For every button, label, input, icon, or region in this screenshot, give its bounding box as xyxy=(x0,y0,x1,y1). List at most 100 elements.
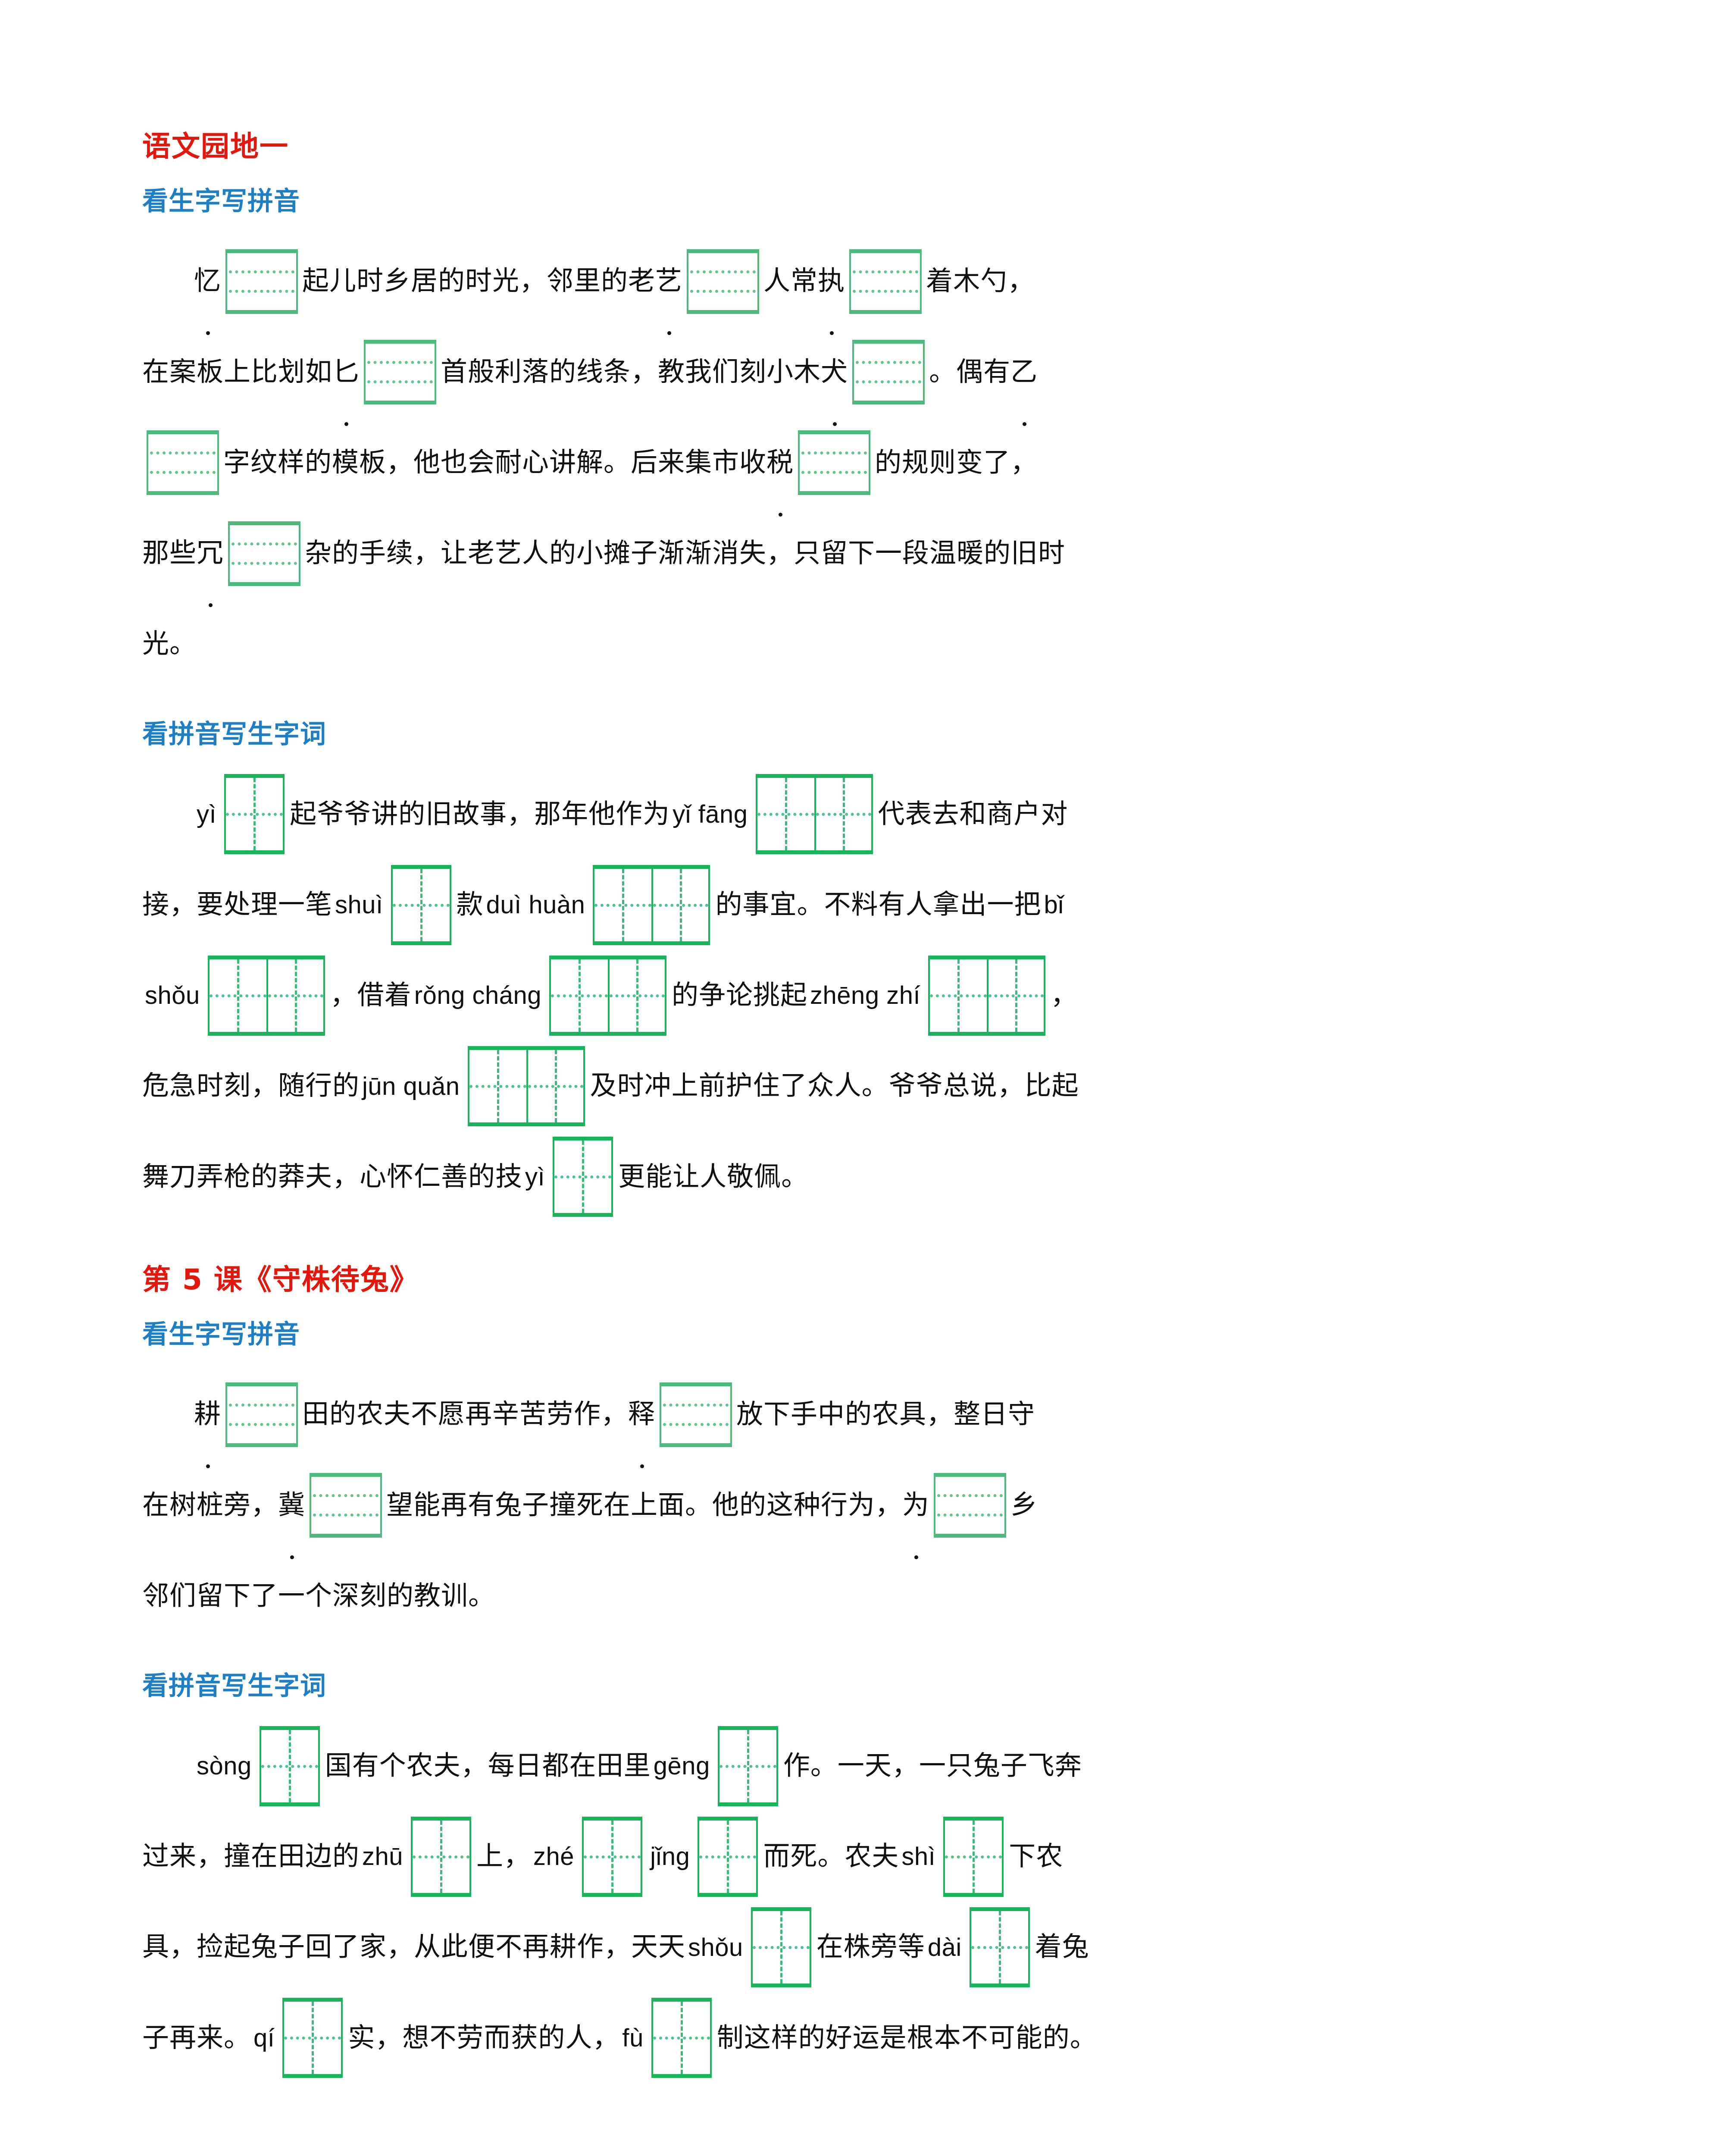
chinese-text: 舞刀弄枪的莽夫，心怀仁善的技 xyxy=(142,1162,523,1191)
pinyin-answer-box[interactable] xyxy=(225,1382,298,1447)
character-grid-cell[interactable] xyxy=(814,778,871,851)
marked-character: 冗 xyxy=(197,509,224,608)
character-grid-cell[interactable] xyxy=(594,869,651,941)
character-grid-box[interactable] xyxy=(224,774,285,855)
chinese-text: 作。一天，一只兔子飞奔 xyxy=(783,1751,1082,1781)
character-grid-cell[interactable] xyxy=(930,959,987,1032)
chinese-text: ， xyxy=(1051,981,1078,1010)
chinese-text: 着兔 xyxy=(1035,1932,1089,1962)
character-grid-cell[interactable] xyxy=(261,1730,318,1802)
character-grid-box[interactable] xyxy=(553,1137,613,1217)
pinyin-answer-box[interactable] xyxy=(364,340,437,405)
marked-character: 为 xyxy=(902,1461,929,1559)
chinese-text: 放下手中的农具，整日守 xyxy=(736,1400,1035,1429)
chinese-text: 人常执 xyxy=(763,266,845,335)
pinyin-answer-box[interactable] xyxy=(225,249,298,314)
chinese-text: 首般利落的线条，教我们刻小木犬 xyxy=(441,357,848,426)
pinyin-answer-box[interactable] xyxy=(798,430,871,495)
character-grid-cell[interactable] xyxy=(210,959,266,1032)
character-grid-box[interactable] xyxy=(549,955,667,1036)
chinese-text: 子再来。 xyxy=(142,2023,251,2053)
pinyin-prompt: qí xyxy=(253,2024,275,2052)
character-grid-cell[interactable] xyxy=(393,869,450,941)
character-grid-box[interactable] xyxy=(755,774,873,855)
chinese-text: 实，想不劳而获的人， xyxy=(348,2023,620,2053)
character-grid-cell[interactable] xyxy=(284,2002,341,2074)
character-grid-cell[interactable] xyxy=(584,1821,641,1893)
character-grid-box[interactable] xyxy=(717,1726,778,1806)
chinese-text: 国有个农夫，每日都在田里 xyxy=(325,1751,651,1781)
pinyin-prompt: shì xyxy=(901,1843,936,1871)
pinyin-prompt: zhū xyxy=(362,1843,404,1871)
character-grid-cell[interactable] xyxy=(554,1141,611,1213)
character-grid-box[interactable] xyxy=(698,1816,758,1897)
character-grid-cell[interactable] xyxy=(757,778,814,850)
chinese-text: 起爷爷讲的旧故事，那年他作为 xyxy=(290,799,670,829)
character-grid-cell[interactable] xyxy=(413,1821,469,1893)
exercise-line: 邻们留下了一个深刻的教训。 xyxy=(142,1550,1582,1640)
character-grid-box[interactable] xyxy=(943,1816,1004,1897)
chinese-text: 的争论挑起 xyxy=(672,981,808,1010)
character-grid-cell[interactable] xyxy=(608,959,665,1032)
pinyin-answer-box[interactable] xyxy=(934,1473,1007,1538)
exercise-block: 忆起儿时乡居的时光，邻里的老艺人常执着木勺，在案板上比划如匕首般利落的线条，教我… xyxy=(142,235,1582,688)
character-grid-cell[interactable] xyxy=(526,1050,583,1123)
pinyin-prompt: yì xyxy=(197,800,217,828)
pinyin-prompt: duì huàn xyxy=(486,891,585,919)
marked-character: 耕 xyxy=(194,1370,221,1469)
character-grid-cell[interactable] xyxy=(653,2002,710,2074)
character-grid-cell[interactable] xyxy=(719,1730,776,1802)
subsection-label: 看拼音写生字词 xyxy=(142,1670,326,1701)
pinyin-answer-box[interactable] xyxy=(228,521,301,586)
character-grid-cell[interactable] xyxy=(987,959,1044,1032)
character-grid-cell[interactable] xyxy=(753,1911,810,1984)
character-grid-box[interactable] xyxy=(593,865,710,945)
character-grid-box[interactable] xyxy=(391,865,451,945)
pinyin-answer-box[interactable] xyxy=(147,430,219,495)
pinyin-answer-box[interactable] xyxy=(687,249,760,314)
character-grid-cell[interactable] xyxy=(651,868,708,941)
character-grid-box[interactable] xyxy=(259,1726,320,1806)
character-grid-cell[interactable] xyxy=(266,959,323,1032)
character-grid-cell[interactable] xyxy=(945,1821,1002,1893)
character-grid-box[interactable] xyxy=(282,1998,343,2078)
character-grid-cell[interactable] xyxy=(226,778,283,850)
chinese-text: 款 xyxy=(456,890,484,920)
character-grid-cell[interactable] xyxy=(469,1050,526,1122)
character-grid-box[interactable] xyxy=(207,955,325,1036)
marked-character: 犬 xyxy=(821,328,848,426)
character-grid-box[interactable] xyxy=(651,1998,712,2078)
pinyin-answer-box[interactable] xyxy=(660,1382,732,1447)
character-grid-box[interactable] xyxy=(928,955,1046,1036)
chinese-text: 着木勺， xyxy=(926,266,1035,296)
chinese-text: 的事宜。不料有人拿出一把 xyxy=(715,890,1042,920)
pinyin-answer-box[interactable] xyxy=(849,249,922,314)
character-grid-cell[interactable] xyxy=(699,1821,756,1893)
chinese-text: 乡 xyxy=(1010,1490,1038,1520)
chinese-text: 起儿时乡居的时光，邻里的老艺 xyxy=(302,266,682,335)
chinese-text: 代表去和商户对 xyxy=(878,799,1068,829)
chinese-text: 耕 xyxy=(194,1400,221,1469)
marked-character: 艺 xyxy=(655,237,682,335)
marked-character: 执 xyxy=(818,237,845,335)
character-grid-box[interactable] xyxy=(751,1907,811,1988)
character-grid-box[interactable] xyxy=(582,1816,643,1897)
character-grid-box[interactable] xyxy=(969,1907,1030,1988)
character-grid-box[interactable] xyxy=(467,1046,585,1127)
pinyin-prompt: shǒu xyxy=(145,981,200,1010)
chinese-text: 。偶有乙 xyxy=(929,357,1038,426)
pinyin-answer-box[interactable] xyxy=(310,1473,382,1538)
character-grid-box[interactable] xyxy=(411,1816,472,1897)
pinyin-prompt: rǒng cháng xyxy=(414,981,542,1010)
character-grid-cell[interactable] xyxy=(551,959,608,1032)
exercise-line: 字纹样的模板，他也会耐心讲解。后来集市收税的规则变了， xyxy=(142,417,1582,517)
pinyin-answer-box[interactable] xyxy=(852,340,925,405)
character-grid-cell[interactable] xyxy=(971,1911,1028,1984)
